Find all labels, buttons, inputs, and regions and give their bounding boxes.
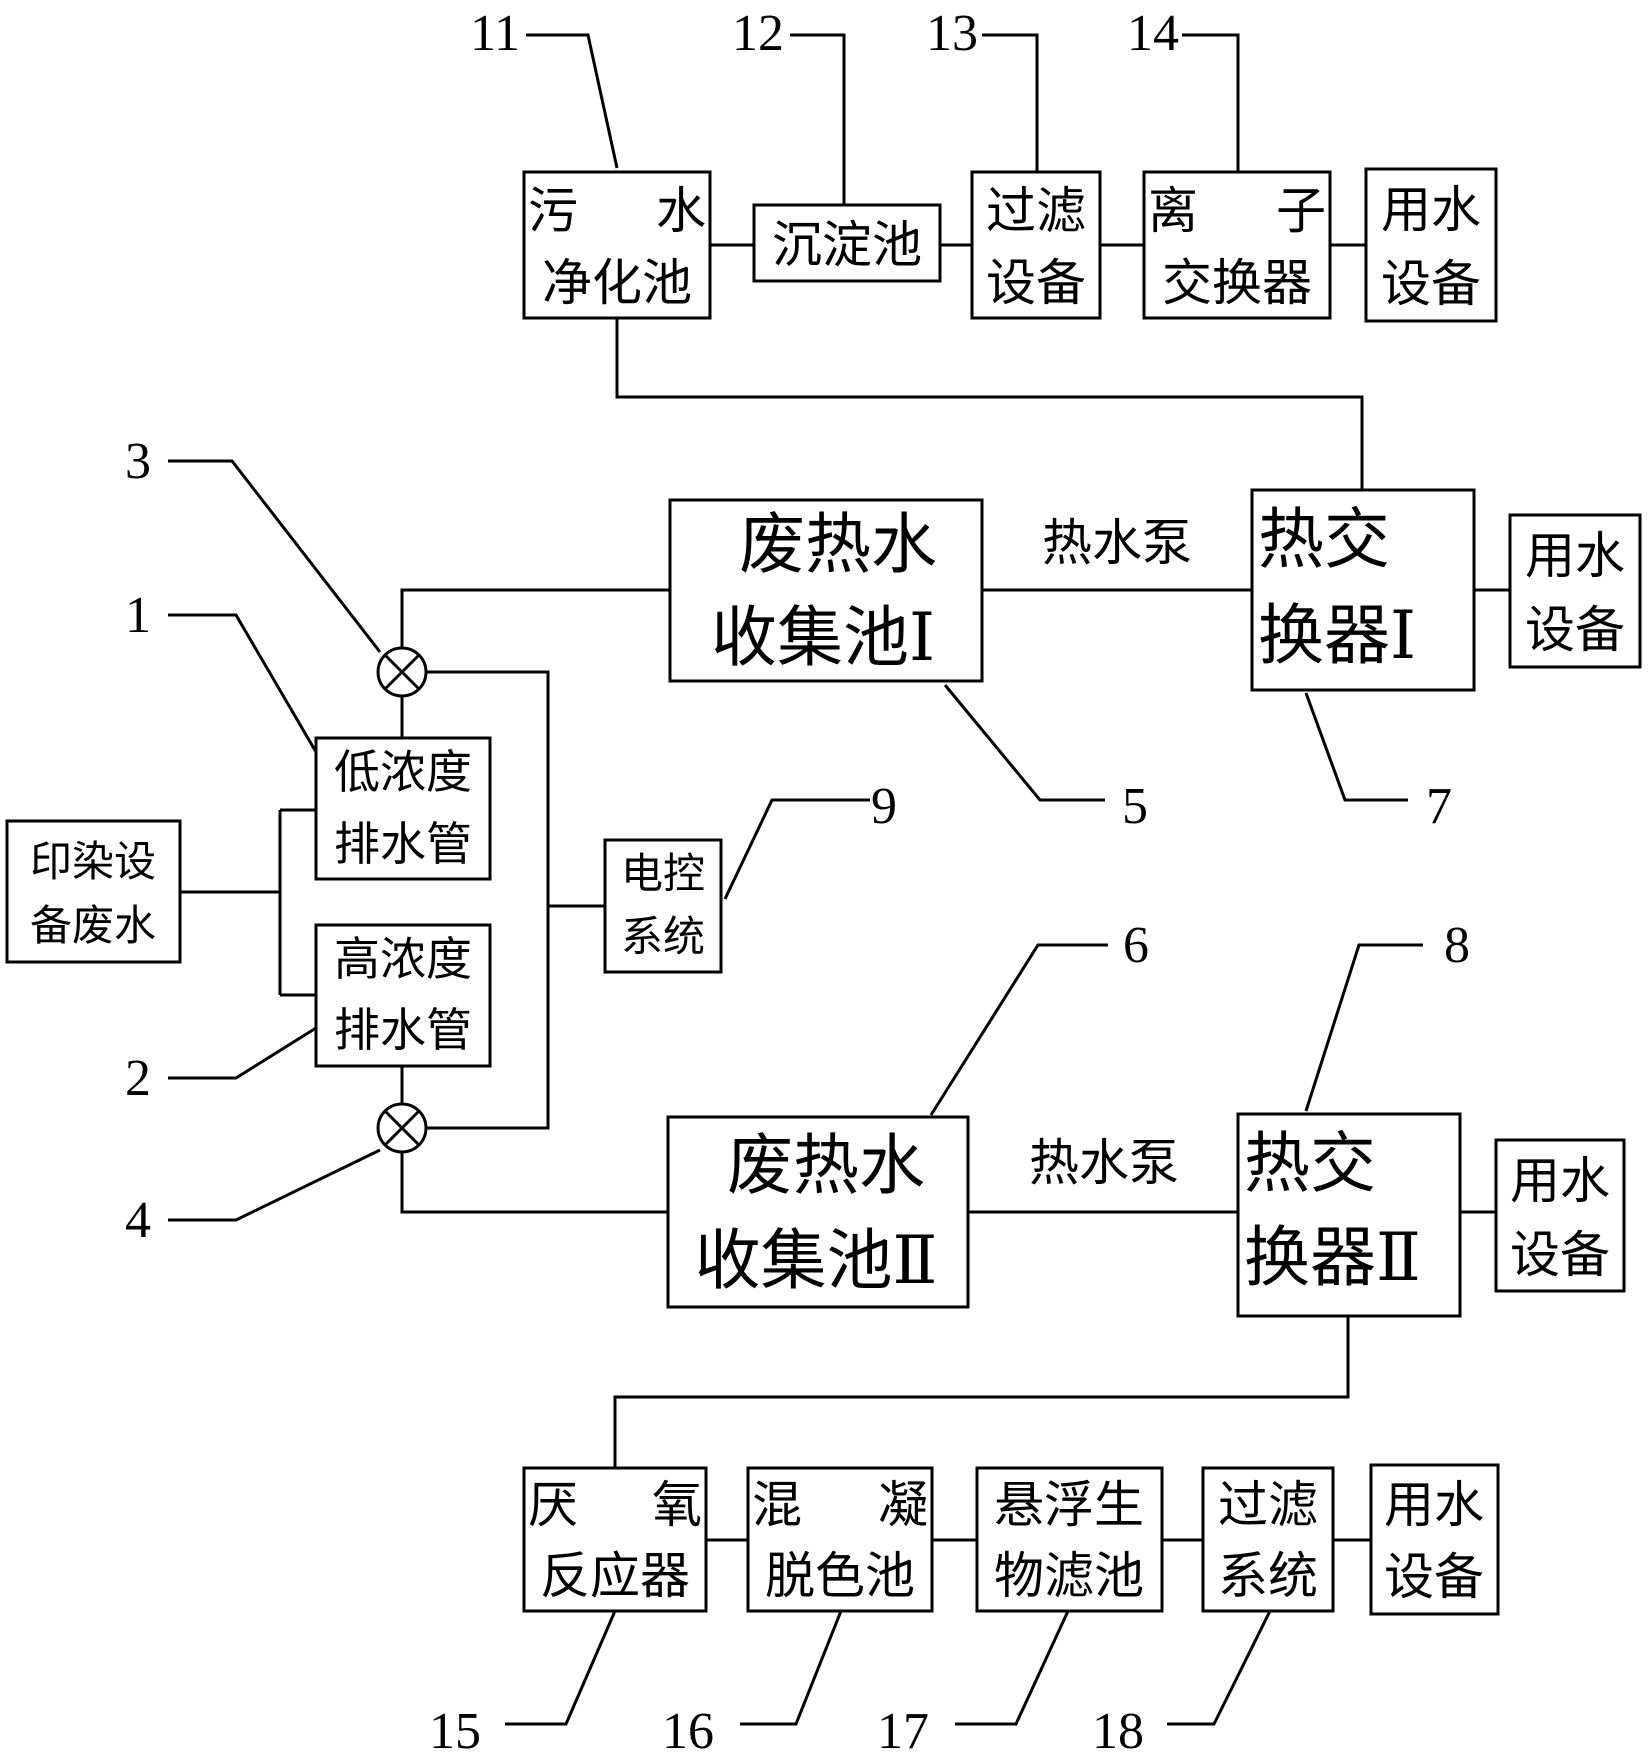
- purify-line1b: 水: [656, 182, 706, 240]
- water-use-2-line2: 设备: [1510, 1226, 1610, 1284]
- label-5: 5: [1122, 778, 1148, 835]
- node-pool-2: 废热水 收集池Ⅱ: [666, 1115, 970, 1309]
- filter-bottom-line1: 过滤: [1218, 1476, 1318, 1534]
- ion-line2: 交换器: [1162, 254, 1312, 312]
- high-pipe-line1: 高浓度: [334, 932, 472, 986]
- node-water-use-top: 用水 设备: [1364, 167, 1498, 323]
- pool1-line1: 废热水: [739, 506, 937, 583]
- hx1-line1: 热交: [1258, 501, 1390, 578]
- pool2-line1: 废热水: [727, 1127, 925, 1204]
- node-ion-exchanger: 离 子 交换器: [1142, 170, 1332, 320]
- filter-top-line1: 过滤: [986, 182, 1086, 240]
- source-line2: 备废水: [30, 901, 156, 950]
- label-14: 14: [1127, 5, 1179, 62]
- label-4: 4: [125, 1192, 151, 1249]
- pump-2-label: 热水泵: [1029, 1134, 1179, 1192]
- purify-line1a: 污: [528, 182, 578, 240]
- low-pipe-line2: 排水管: [334, 817, 472, 871]
- label-16: 16: [662, 1703, 714, 1760]
- purify-line2: 净化池: [542, 254, 692, 312]
- coag-line2: 脱色池: [765, 1547, 915, 1605]
- valve-4-icon[interactable]: [376, 1102, 428, 1154]
- water-use-bottom-line1: 用水: [1384, 1476, 1484, 1534]
- settle-label: 沉淀池: [772, 216, 922, 274]
- label-12: 12: [732, 5, 784, 62]
- filter-bottom-line2: 系统: [1218, 1547, 1318, 1605]
- label-18: 18: [1092, 1703, 1144, 1760]
- water-use-1-line2: 设备: [1525, 601, 1625, 659]
- label-1: 1: [125, 587, 151, 644]
- node-settling-tank: 沉淀池: [752, 203, 942, 283]
- pool1-line2: 收集池Ⅰ: [711, 599, 935, 676]
- anaerobic-line1b: 氧: [652, 1476, 702, 1534]
- node-low-pipe: 低浓度 排水管: [314, 736, 492, 881]
- filter-top-line2: 设备: [986, 254, 1086, 312]
- biofilter-line2: 物滤池: [994, 1547, 1144, 1605]
- leader-lines: [168, 33, 1423, 1726]
- water-use-top-line2: 设备: [1381, 255, 1481, 313]
- high-pipe-line2: 排水管: [334, 1003, 472, 1057]
- label-17: 17: [877, 1703, 929, 1760]
- water-use-top-line1: 用水: [1381, 181, 1481, 239]
- connection-lines: [180, 243, 1510, 1542]
- coag-line1a: 混: [752, 1476, 802, 1534]
- source-line1: 印染设: [30, 837, 156, 886]
- node-water-use-1: 用水 设备: [1508, 513, 1642, 669]
- pool2-line2: 收集池Ⅱ: [695, 1222, 938, 1299]
- label-3: 3: [125, 433, 151, 490]
- water-use-bottom-line2: 设备: [1384, 1548, 1484, 1606]
- node-heat-exchanger-2: 热交 换器Ⅱ: [1236, 1112, 1462, 1318]
- node-purify-pool: 污 水 净化池: [522, 170, 712, 320]
- coag-line1b: 凝: [878, 1476, 928, 1534]
- label-9: 9: [871, 778, 897, 835]
- label-8: 8: [1444, 917, 1470, 974]
- ion-line1a: 离: [1148, 182, 1198, 240]
- node-anaerobic-reactor: 厌 氧 反应器: [522, 1466, 708, 1613]
- node-pool-1: 废热水 收集池Ⅰ: [668, 498, 984, 683]
- hx2-line1: 热交: [1244, 1125, 1376, 1202]
- node-biofilter: 悬浮生 物滤池: [975, 1466, 1164, 1613]
- hx1-line2: 换器Ⅰ: [1258, 597, 1416, 674]
- valve-3-icon[interactable]: [376, 646, 428, 698]
- label-2: 2: [125, 1050, 151, 1107]
- label-13: 13: [926, 5, 978, 62]
- anaerobic-line2: 反应器: [540, 1547, 690, 1605]
- node-water-use-2: 用水 设备: [1494, 1138, 1626, 1293]
- low-pipe-line1: 低浓度: [334, 745, 472, 799]
- label-6: 6: [1123, 917, 1149, 974]
- ion-line1b: 子: [1276, 182, 1326, 240]
- control-line2: 系统: [621, 912, 705, 961]
- label-11: 11: [470, 5, 520, 62]
- water-use-2-line1: 用水: [1510, 1152, 1610, 1210]
- control-line1: 电控: [621, 849, 705, 898]
- node-filter-system: 过滤 系统: [1201, 1466, 1335, 1613]
- pump-1-label: 热水泵: [1042, 514, 1192, 572]
- anaerobic-line1a: 厌: [528, 1476, 578, 1534]
- hx2-line2: 换器Ⅱ: [1244, 1219, 1421, 1296]
- node-filter-device: 过滤 设备: [970, 170, 1102, 320]
- water-use-1-line1: 用水: [1525, 527, 1625, 585]
- node-heat-exchanger-1: 热交 换器Ⅰ: [1250, 488, 1476, 692]
- label-7: 7: [1426, 778, 1452, 835]
- node-control-system: 电控 系统: [603, 838, 723, 974]
- biofilter-line1: 悬浮生: [994, 1476, 1144, 1534]
- label-15: 15: [429, 1703, 481, 1760]
- reference-numbers: 11 12 13 14 3 1 2 4 5 7 9 6 8 15 16 17 1…: [125, 5, 1470, 1760]
- node-coagulation-pool: 混 凝 脱色池: [746, 1466, 934, 1613]
- node-high-pipe: 高浓度 排水管: [314, 923, 492, 1068]
- node-source: 印染设 备废水: [5, 819, 182, 964]
- node-water-use-bottom: 用水 设备: [1369, 1463, 1500, 1616]
